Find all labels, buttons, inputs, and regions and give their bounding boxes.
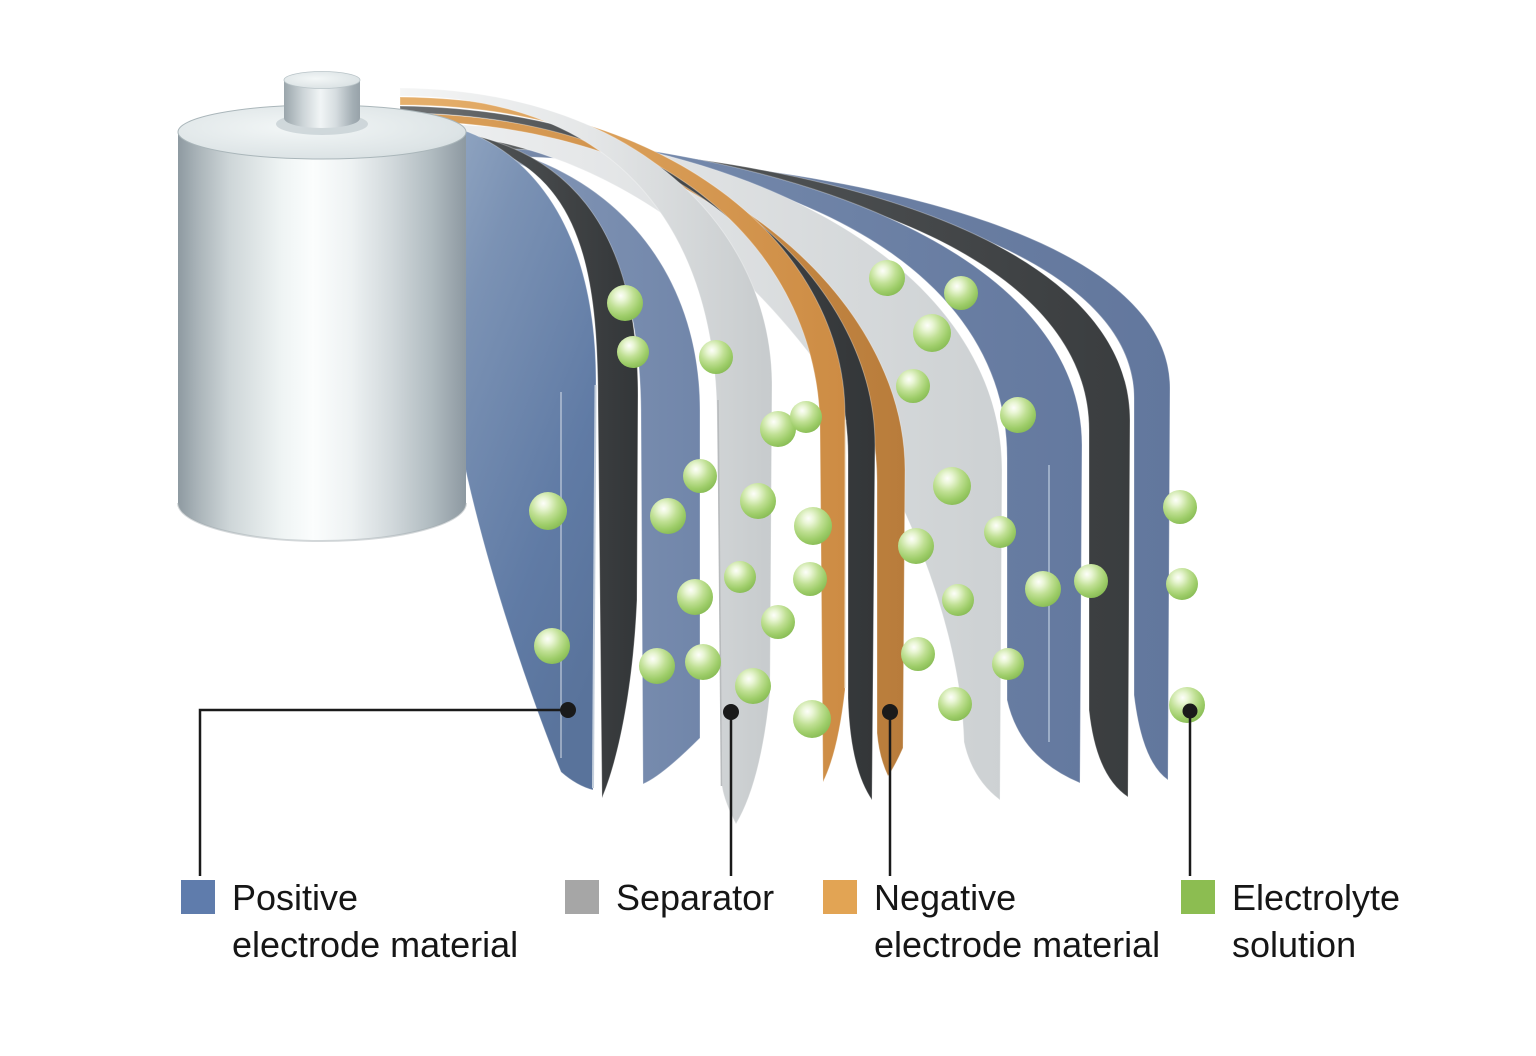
electrolyte-ball <box>760 411 796 447</box>
callout-dot-negative <box>882 704 898 720</box>
electrolyte-ball <box>793 700 831 738</box>
electrolyte-ball <box>617 336 649 368</box>
electrolyte-ball <box>699 340 733 374</box>
electrolyte-ball <box>901 637 935 671</box>
electrolyte-ball <box>896 369 930 403</box>
electrolyte-ball <box>942 584 974 616</box>
electrolyte-ball <box>992 648 1024 680</box>
electrolyte-ball <box>724 561 756 593</box>
electrolyte-ball <box>1163 490 1197 524</box>
separator-band-left <box>399 87 773 826</box>
callout-positive <box>198 702 576 876</box>
cylinder-body <box>178 132 466 541</box>
electrolyte-ball <box>1166 568 1198 600</box>
callout-electrolyte <box>1182 703 1198 876</box>
electrolyte-ball <box>650 498 686 534</box>
electrolyte-ball <box>869 260 905 296</box>
callout-lines <box>198 702 1198 876</box>
electrolyte-ball <box>944 276 978 310</box>
electrolyte-ball <box>1025 571 1061 607</box>
electrolyte-ball <box>740 483 776 519</box>
electrolyte-ball <box>913 314 951 352</box>
callout-dot-positive <box>560 702 576 718</box>
electrolyte-ball <box>898 528 934 564</box>
layer-bands <box>399 87 1171 826</box>
electrolyte-ball <box>794 507 832 545</box>
electrolyte-ball <box>685 644 721 680</box>
terminal-button-top <box>283 71 361 89</box>
battery-cylinder <box>177 71 467 543</box>
electrolyte-ball <box>639 648 675 684</box>
electrolyte-ball <box>793 562 827 596</box>
electrolyte-ball <box>529 492 567 530</box>
electrolyte-ball <box>938 687 972 721</box>
electrolyte-ball <box>677 579 713 615</box>
cylinder-bottom-shadow <box>177 502 467 543</box>
callout-separator <box>723 704 739 876</box>
electrolyte-ball <box>683 459 717 493</box>
electrolyte-ball <box>735 668 771 704</box>
callout-negative <box>882 704 898 876</box>
electrolyte-ball <box>984 516 1016 548</box>
electrolyte-ball <box>534 628 570 664</box>
separator-band-dark-left <box>399 126 639 799</box>
callout-dot-electrolyte <box>1182 703 1198 719</box>
electrolyte-ball <box>1000 397 1036 433</box>
electrolyte-ball <box>761 605 795 639</box>
electrolyte-balls <box>529 260 1205 738</box>
electrolyte-ball <box>1074 564 1108 598</box>
electrolyte-ball <box>607 285 643 321</box>
terminal-button-body <box>284 80 360 128</box>
callout-dot-separator <box>723 704 739 720</box>
electrolyte-ball <box>933 467 971 505</box>
electrolyte-ball <box>790 401 822 433</box>
positive-band-face <box>399 118 597 791</box>
